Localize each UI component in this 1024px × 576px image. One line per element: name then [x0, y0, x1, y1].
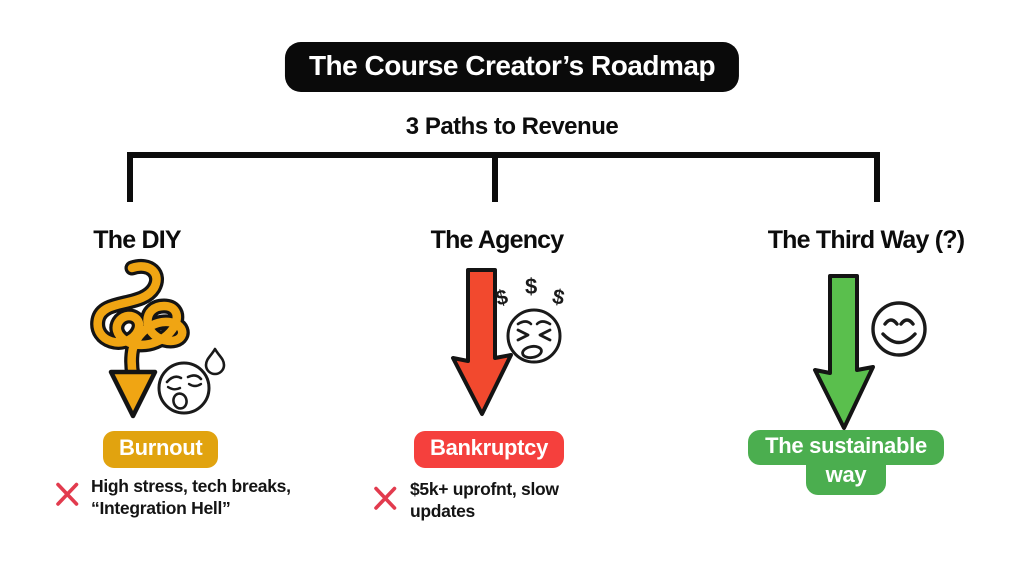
column-heading-third-way: The Third Way (?) — [767, 226, 965, 254]
dollar-sign: $ — [550, 285, 567, 310]
dollar-sign: $ — [493, 285, 510, 310]
column-heading-agency: The Agency — [430, 226, 565, 254]
bracket-horizontal-line — [127, 152, 880, 158]
bracket-left-drop — [127, 152, 133, 202]
green-arrow-down-icon — [813, 274, 875, 430]
note-diy: High stress, tech breaks, “Integration H… — [91, 476, 341, 519]
x-mark-icon — [374, 486, 397, 510]
red-arrow-down-icon — [451, 268, 513, 416]
diagram-subtitle: 3 Paths to Revenue — [405, 113, 619, 140]
note-agency-line-1: $5k+ uprofnt, slow — [410, 479, 559, 499]
bracket-center-drop — [492, 152, 498, 202]
tangled-arrow-down-icon — [90, 259, 190, 419]
x-mark-icon — [56, 482, 79, 506]
worried-face-sweat-icon — [157, 347, 226, 415]
outcome-badge-sustainable-way: The sustainable way — [748, 430, 944, 495]
note-agency-line-2: updates — [410, 500, 475, 521]
dollar-sign: $ — [525, 274, 537, 299]
outcome-badge-bankruptcy: Bankruptcy — [414, 431, 565, 468]
note-diy-line-2: “Integration Hell” — [91, 497, 231, 518]
outcome-badge-burnout: Burnout — [103, 431, 219, 468]
frustrated-face-dollars-icon: $ $ $ — [493, 274, 567, 364]
note-agency: $5k+ uprofnt, slow updates — [410, 479, 610, 522]
column-heading-diy: The DIY — [93, 226, 181, 254]
sustainable-way-line-2: way — [805, 462, 887, 495]
note-diy-line-1: High stress, tech breaks, — [91, 476, 291, 496]
smiley-face-icon — [871, 301, 927, 357]
sustainable-way-line-1: The sustainable — [748, 430, 944, 465]
page-title: The Course Creator’s Roadmap — [284, 42, 740, 92]
bracket-right-drop — [874, 152, 880, 202]
